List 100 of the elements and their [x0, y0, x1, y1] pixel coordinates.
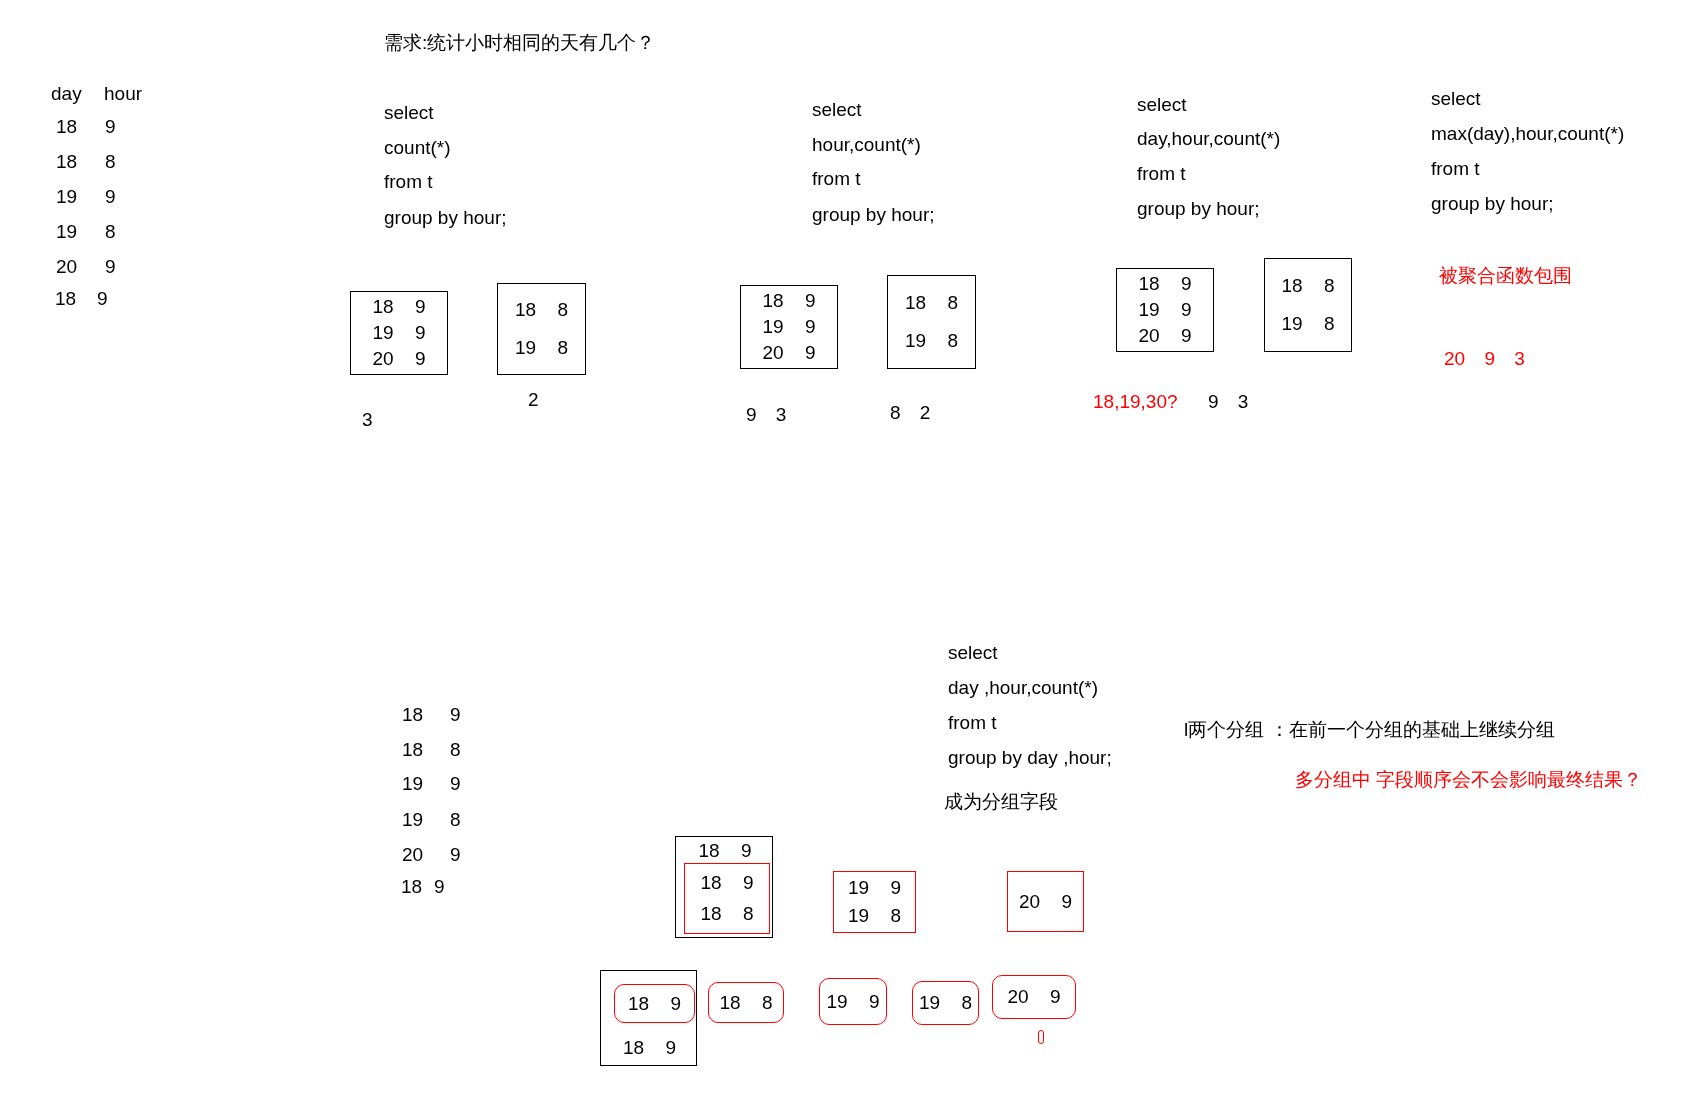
sql-line: from t [948, 712, 997, 734]
table-cell: 9 [450, 773, 461, 795]
result-text: 3 [362, 409, 373, 431]
table-cell: 20 [56, 256, 78, 278]
number-pair: 20 9 [372, 348, 426, 370]
sql-line: from t [384, 171, 433, 193]
sql-line: group by hour; [384, 207, 507, 229]
number-pair: 18 8 [905, 292, 958, 314]
group-box [740, 285, 838, 369]
number-pair: 19 8 [848, 904, 901, 927]
table-cell: 19 [402, 773, 424, 795]
number-pair: 20 9 [1019, 890, 1072, 913]
number-pair: 19 9 [848, 877, 901, 900]
number-pair: 18 9 [762, 290, 816, 312]
table-cell: 8 [105, 151, 116, 173]
sql-line: from t [1431, 158, 1480, 180]
table-cell: 8 [450, 809, 461, 831]
number-pair: 18 9 [1138, 273, 1192, 295]
number-pair: 19 8 [1281, 313, 1335, 335]
result-text: 18,19,30? [1093, 391, 1178, 413]
group-box [833, 871, 916, 933]
table-cell: 18 [402, 704, 424, 726]
group-outline [819, 978, 887, 1025]
table-cell: 9 [105, 256, 116, 278]
table-cell: 8 [450, 739, 461, 761]
small-mark [1038, 1030, 1044, 1044]
number-pair: 18 9 [698, 839, 752, 862]
table-cell: 19 [56, 186, 78, 208]
annotation-text: 多分组中 字段顺序会不会影响最终结果？ [1295, 769, 1643, 791]
result-text: 2 [528, 389, 539, 411]
sql-line: from t [812, 168, 861, 190]
sql-line: day,hour,count(*) [1137, 128, 1281, 150]
annotation-text: 成为分组字段 [944, 791, 1058, 813]
number-pair: 18 9 [700, 872, 754, 895]
number-pair: 19 9 [826, 990, 880, 1013]
sql-line: day ,hour,count(*) [948, 677, 1098, 699]
number-pair: 19 8 [919, 992, 972, 1014]
table-cell: 9 [450, 704, 461, 726]
group-box [675, 836, 773, 938]
table-cell: 9 [105, 116, 116, 138]
group-box [497, 283, 586, 375]
table-cell: 19 [402, 809, 424, 831]
number-pair: 18 8 [515, 299, 568, 322]
group-box [350, 291, 448, 375]
sql-line: group by hour; [1137, 198, 1260, 220]
number-pair: 20 9 [1007, 986, 1061, 1008]
result-text: 20 9 3 [1444, 348, 1525, 370]
sql-line: group by hour; [812, 204, 935, 226]
number-pair: 19 9 [1138, 299, 1192, 321]
sql-line: select [1137, 94, 1187, 116]
number-pair: 19 9 [372, 322, 426, 344]
sql-line: select [948, 642, 998, 664]
group-outline [708, 982, 784, 1023]
number-pair: 18 9 [623, 1037, 676, 1059]
sql-line: group by day ,hour; [948, 747, 1112, 769]
table-cell: 18 [401, 876, 423, 898]
group-box [1007, 871, 1084, 932]
table-cell: 9 [97, 288, 108, 310]
sql-line: select [812, 99, 862, 121]
table-cell: 18 [56, 151, 78, 173]
group-outline [992, 975, 1076, 1019]
number-pair: 20 9 [1138, 325, 1192, 347]
group-box [1264, 258, 1352, 352]
table-cell: 9 [450, 844, 461, 866]
number-pair: 18 9 [372, 296, 426, 318]
result-text: 9 3 [1208, 391, 1249, 413]
sql-line: count(*) [384, 137, 451, 159]
annotation-text: 被聚合函数包围 [1439, 265, 1572, 287]
number-pair: 19 8 [515, 336, 568, 359]
sql-line: select [1431, 88, 1481, 110]
sql-line: from t [1137, 163, 1186, 185]
group-outline [912, 981, 979, 1025]
note-text: l两个分组 ：在前一个分组的基础上继续分组 [1184, 719, 1555, 741]
table-cell: 9 [105, 186, 116, 208]
number-pair: 18 8 [700, 902, 754, 925]
number-pair: 18 9 [628, 992, 681, 1015]
table-cell: 8 [105, 221, 116, 243]
table-cell: 18 [56, 116, 78, 138]
group-box [600, 970, 697, 1066]
table-cell: 20 [402, 844, 424, 866]
group-box [887, 275, 976, 369]
table-cell: day [51, 83, 82, 105]
table-cell: 9 [434, 876, 445, 898]
table-cell: 19 [56, 221, 78, 243]
sql-line: max(day),hour,count(*) [1431, 123, 1625, 145]
table-cell: hour [104, 83, 143, 105]
group-box [1116, 268, 1214, 352]
group-box [684, 863, 770, 934]
table-cell: 18 [55, 288, 77, 310]
number-pair: 18 8 [1281, 275, 1335, 297]
number-pair: 19 8 [905, 330, 958, 352]
number-pair: 19 9 [762, 316, 816, 338]
heading-text: 需求:统计小时相同的天有几个？ [384, 32, 656, 54]
number-pair: 18 8 [719, 991, 773, 1014]
group-outline [614, 984, 695, 1023]
sql-line: select [384, 102, 434, 124]
number-pair: 20 9 [762, 342, 816, 364]
sql-line: group by hour; [1431, 193, 1554, 215]
result-text: 8 2 [890, 402, 931, 424]
table-cell: 18 [402, 739, 424, 761]
